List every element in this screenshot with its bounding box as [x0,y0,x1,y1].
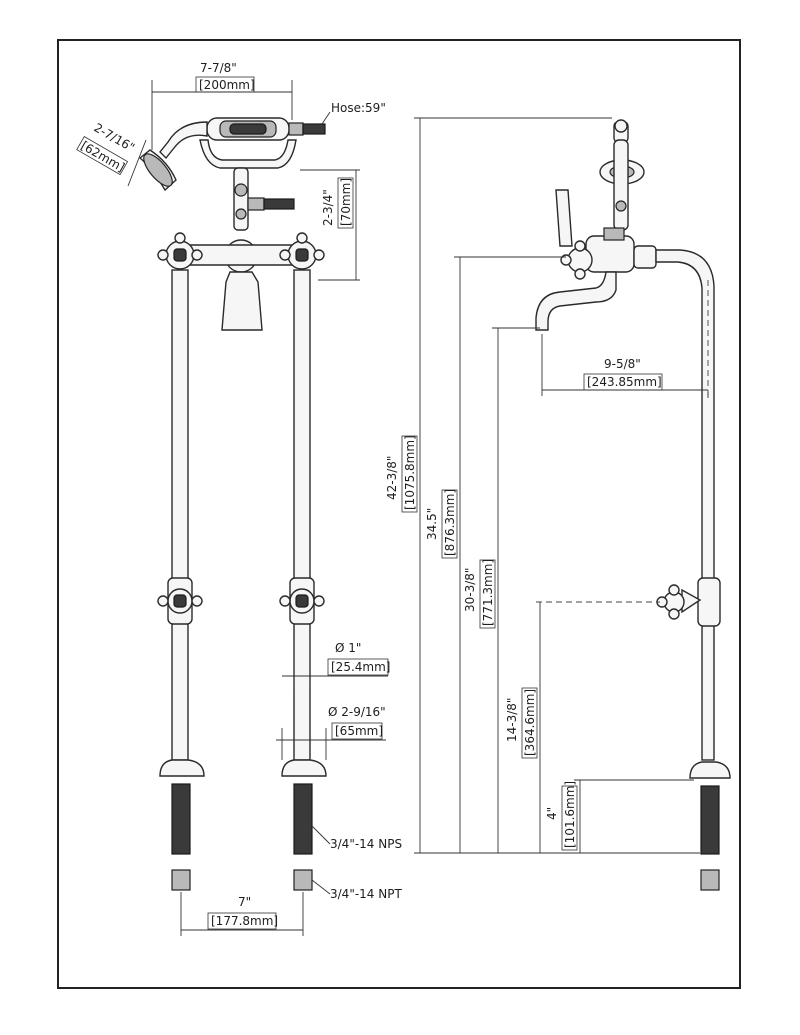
dim-valve-height: 34.5" [876.3mm] [425,256,566,853]
dim-label: 4" [545,807,559,820]
dim-center-spacing: 7" [177.8mm] [180,892,304,936]
dim-spout-height: 30-3/8" [771.3mm] [463,327,540,853]
side-handshower [599,119,645,231]
dim-label: [364.6mm] [523,689,537,756]
dim-label: 7-7/8" [200,61,237,75]
dim-label: [70mm] [339,178,353,226]
dim-label: 9-5/8" [604,357,641,371]
dim-flange-diameter: Ø 2-9/16" [65mm] [276,705,386,760]
dim-label: [177.8mm] [211,914,278,928]
dim-overall-height: 42-3/8" [1075.8mm] [385,117,612,853]
dim-label: 2-3/4" [321,189,335,226]
dim-flange-height: 4" [101.6mm] [545,779,694,853]
dim-label: [243.85mm] [587,375,662,389]
dim-label: 7" [238,895,251,909]
dim-label: 42-3/8" [385,456,399,500]
side-view: 42-3/8" [1075.8mm] 34.5" [876.3mm] 30-3/… [385,117,731,891]
side-lower-pipe [701,623,715,761]
side-threaded-tail [700,785,720,855]
dim-label: [200mm] [199,78,255,92]
dim-label: Ø 1" [335,641,361,655]
left-nut [171,869,191,891]
dim-label: 30-3/8" [463,568,477,612]
side-floor-flange [689,761,731,779]
dim-label: Ø 2-9/16" [328,705,386,719]
right-floor-flange [281,759,327,777]
dim-label: [876.3mm] [443,489,457,556]
side-valve-body [585,235,635,273]
right-supply-pipe [293,269,311,761]
dim-showerhead: 2-7/16" [62mm] [76,120,147,187]
dim-label: [65mm] [335,724,383,738]
dim-stop-valve-height: 14-3/8" [364.6mm] [505,601,660,853]
left-threaded-tail [171,783,191,855]
hose-label: Hose:59" [331,101,386,115]
dim-label: [771.3mm] [481,559,495,626]
drawing-frame [57,39,741,989]
left-cross-handle-icon[interactable] [157,232,203,270]
crossbar [157,232,325,270]
right-threaded-tail [293,783,313,855]
right-cross-handle-icon[interactable] [279,232,325,270]
right-nut [293,869,313,891]
side-nut [700,869,720,891]
front-view: 7-7/8" [200mm] Hose:59" 2-7/16" [62mm] 2… [76,61,402,936]
left-supply-pipe [171,269,189,761]
handshower [138,117,326,192]
dim-label: [101.6mm] [563,781,577,848]
npt-label: 3/4"-14 NPT [330,887,402,901]
dim-spout-reach: 9-5/8" [243.85mm] [541,334,709,398]
dim-label: 14-3/8" [505,698,519,742]
left-floor-flange [159,759,205,777]
right-stop-valve-icon[interactable] [279,577,325,625]
dim-handshower-width: 7-7/8" [200mm] [151,61,293,150]
dim-label: [1075.8mm] [403,435,417,510]
side-cross-handle-icon[interactable] [560,240,593,280]
side-lever [555,189,573,247]
side-spout [535,271,617,331]
side-stop-valve-icon[interactable] [656,577,721,627]
left-stop-valve-icon[interactable] [157,577,203,625]
side-riser-pipe [655,249,715,581]
dim-label: [25.4mm] [331,660,390,674]
dim-pipe-diameter: Ø 1" [25.4mm] [282,640,390,690]
dim-label: 34.5" [425,508,439,540]
nps-label: 3/4"-14 NPS [330,837,402,851]
dim-cradle-height: 2-3/4" [70mm] [300,169,360,281]
